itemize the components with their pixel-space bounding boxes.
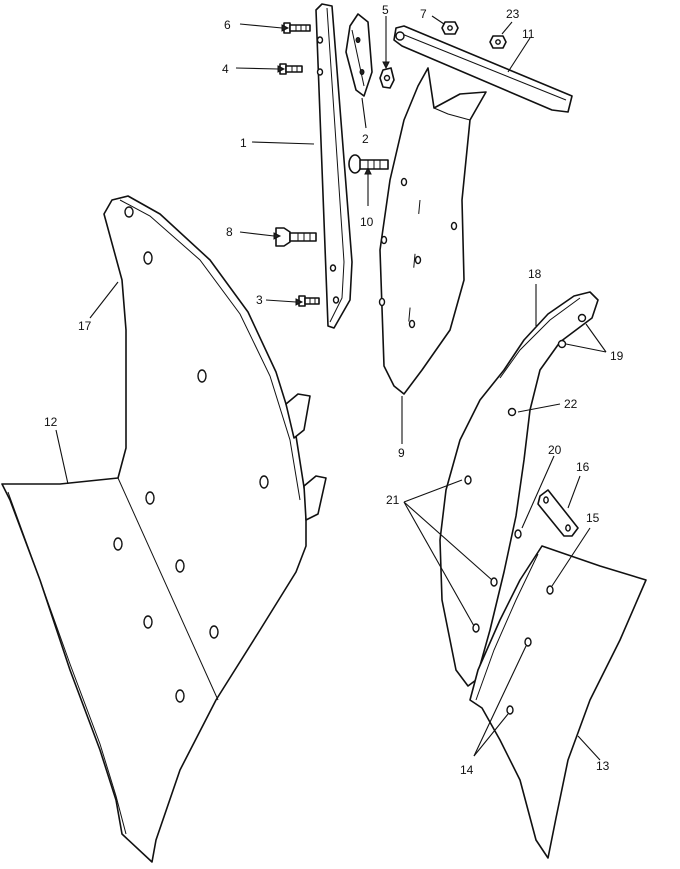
- label-12: 12: [44, 415, 58, 429]
- label-22: 22: [564, 397, 578, 411]
- part-13-share: [469, 545, 647, 859]
- part-11-brace: [393, 25, 573, 113]
- label-7: 7: [420, 7, 427, 21]
- label-18: 18: [528, 267, 542, 281]
- label-1: 1: [240, 136, 247, 150]
- part-9-frog-plate: [378, 67, 487, 395]
- label-6: 6: [224, 18, 231, 32]
- part-10-bolt: [348, 154, 389, 174]
- label-5: 5: [382, 3, 389, 17]
- part-18-shin-plate: [439, 291, 599, 687]
- part-3-bolt: [298, 295, 320, 307]
- label-2: 2: [362, 132, 369, 146]
- label-3: 3: [256, 293, 263, 307]
- part-7-nut: [441, 21, 459, 35]
- part-23-nut: [489, 35, 507, 49]
- label-8: 8: [226, 225, 233, 239]
- label-14: 14: [460, 763, 474, 777]
- label-13: 13: [596, 759, 610, 773]
- label-10: 10: [360, 215, 374, 229]
- label-17: 17: [78, 319, 92, 333]
- part-labels: 6 4 1 2 5 7 23 11 8 3 10 9 17 12 18 19 2…: [44, 3, 624, 777]
- part-2-bracket: [345, 13, 373, 97]
- label-9: 9: [398, 446, 405, 460]
- leader-lines: [55, 15, 607, 761]
- part-1-frog-bar: [315, 3, 353, 329]
- label-19: 19: [610, 349, 624, 363]
- label-21: 21: [386, 493, 400, 507]
- part-8-bolt: [275, 227, 317, 247]
- part-5-nut: [379, 67, 395, 89]
- label-20: 20: [548, 443, 562, 457]
- moldboard-mount-tabs: [285, 393, 327, 521]
- label-23: 23: [506, 7, 520, 21]
- label-16: 16: [576, 460, 590, 474]
- label-4: 4: [222, 62, 229, 76]
- label-15: 15: [586, 511, 600, 525]
- label-11: 11: [522, 27, 535, 41]
- part-12-moldboard: [1, 195, 307, 863]
- part-16-plate: [537, 489, 579, 537]
